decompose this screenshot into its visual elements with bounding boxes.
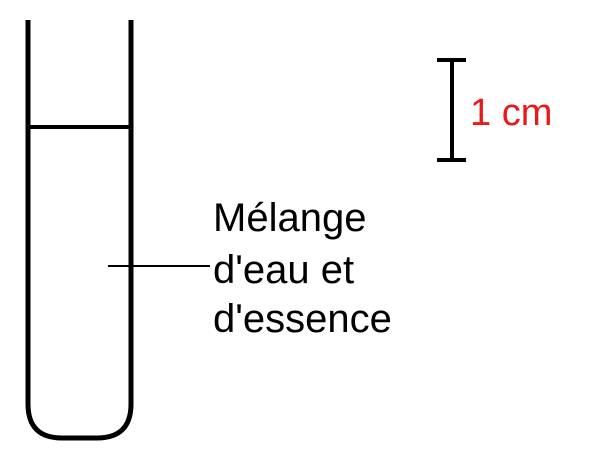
- mixture-label-line-3: d'essence: [213, 297, 392, 341]
- scale-label: 1 cm: [470, 92, 552, 134]
- mixture-label-line-2: d'eau et: [213, 248, 354, 292]
- scale-bar: [437, 58, 466, 162]
- mixture-label-line-1: Mélange: [213, 196, 366, 240]
- mixture-label: Mélange d'eau et d'essence: [213, 196, 392, 341]
- test-tube-outline: [25, 20, 134, 441]
